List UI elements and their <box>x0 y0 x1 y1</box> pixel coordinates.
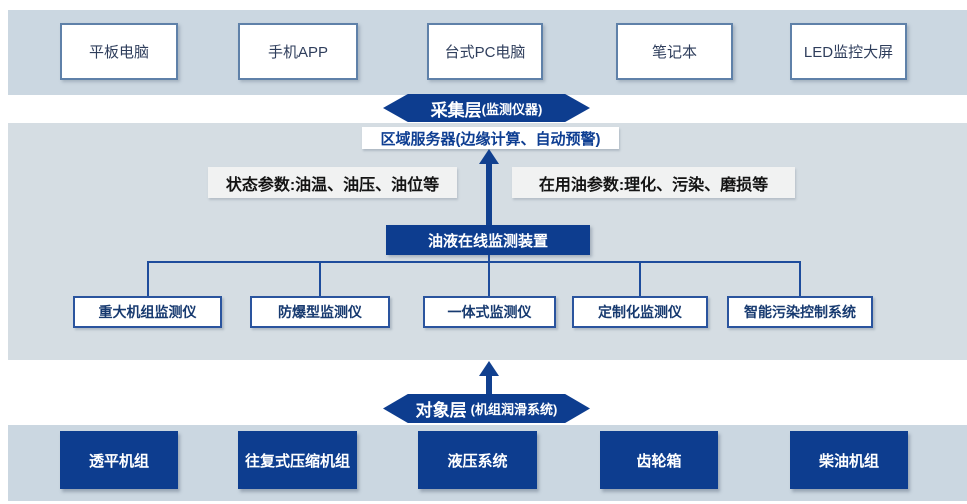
up-arrow-stem <box>486 162 492 225</box>
collection-layer-banner: 采集层(监测仪器) <box>383 94 590 122</box>
node-reciprocating-compressor: 往复式压缩机组 <box>238 431 357 489</box>
node-gearbox: 齿轮箱 <box>600 431 718 489</box>
object-layer-title: 对象层 <box>415 401 467 420</box>
node-smart-pollution-control: 智能污染控制系统 <box>727 296 873 328</box>
node-turbine-unit: 透平机组 <box>60 431 178 489</box>
node-diesel-unit: 柴油机组 <box>790 431 908 489</box>
node-regional-server: 区域服务器(边缘计算、自动预警) <box>362 127 619 149</box>
object-layer-banner: 对象层(机组润滑系统) <box>383 394 590 423</box>
node-led-wall: LED监控大屏 <box>790 23 907 80</box>
connector-drop-4 <box>639 261 641 297</box>
node-explosion-proof-monitor: 防爆型监测仪 <box>250 296 390 328</box>
connector-drop-5 <box>799 261 801 297</box>
connector-drop-2 <box>319 261 321 297</box>
node-major-unit-monitor: 重大机组监测仪 <box>73 296 222 328</box>
node-desktop-pc: 台式PC电脑 <box>427 23 543 80</box>
collection-layer-title: 采集层 <box>430 100 482 120</box>
node-laptop: 笔记本 <box>616 23 733 80</box>
label-in-use-oil-params: 在用油参数:理化、污染、磨损等 <box>512 167 795 198</box>
up-arrow-stem-2 <box>486 374 492 395</box>
node-oil-online-monitor: 油液在线监测装置 <box>386 225 590 255</box>
label-status-params: 状态参数:油温、油压、油位等 <box>208 167 457 198</box>
connector-horizontal <box>147 261 801 263</box>
node-customized-monitor: 定制化监测仪 <box>572 296 708 328</box>
connector-drop-1 <box>147 261 149 297</box>
node-integrated-monitor: 一体式监测仪 <box>423 296 556 328</box>
up-arrow-icon <box>479 149 499 164</box>
object-layer-subtitle: (机组润滑系统) <box>470 402 558 417</box>
node-hydraulic-system: 液压系统 <box>418 431 537 489</box>
collection-layer-subtitle: (监测仪器) <box>481 101 543 117</box>
up-arrow-icon-2 <box>479 361 499 376</box>
node-tablet: 平板电脑 <box>60 23 178 80</box>
node-phone-app: 手机APP <box>238 23 358 80</box>
connector-stub <box>488 255 490 263</box>
connector-drop-3 <box>488 261 490 297</box>
